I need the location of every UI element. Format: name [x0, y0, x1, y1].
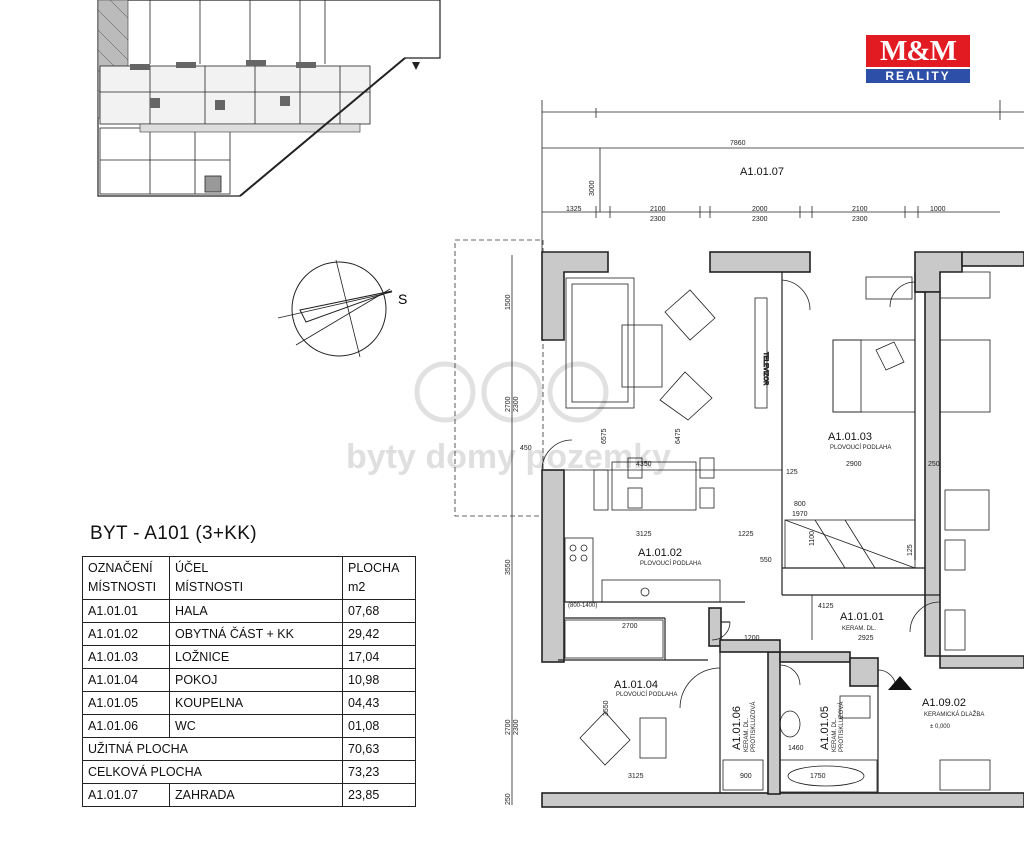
svg-text:2700: 2700: [505, 396, 512, 412]
svg-text:250: 250: [505, 793, 512, 805]
room-schedule-table: OZNAČENÍ MÍSTNOSTI ÚČEL MÍSTNOSTI PLOCHA…: [82, 556, 416, 807]
brand-logo: M&M REALITY: [866, 35, 970, 83]
svg-text:4350: 4350: [636, 461, 652, 468]
svg-text:TELEVIZOR: TELEVIZOR: [762, 352, 768, 386]
header-name: ÚČEL MÍSTNOSTI: [169, 556, 343, 600]
total-row-usable: UŽITNÁ PLOCHA 70,63: [82, 737, 416, 761]
svg-text:1200: 1200: [744, 635, 760, 642]
svg-text:125: 125: [907, 544, 914, 556]
svg-text:2925: 2925: [858, 635, 874, 642]
terrace-outline: [454, 239, 544, 517]
svg-text:2300: 2300: [650, 216, 666, 223]
svg-text:2900: 2900: [846, 461, 862, 468]
svg-text:KERAM. DL.: KERAM. DL.: [842, 626, 876, 632]
compass-label: S: [398, 291, 407, 307]
room-label-wc: A1.01.06: [731, 706, 743, 750]
svg-text:PLOVOUCÍ PODLAHA: PLOVOUCÍ PODLAHA: [640, 560, 701, 567]
svg-text:3550: 3550: [603, 700, 610, 716]
svg-text:± 0,000: ± 0,000: [930, 724, 951, 730]
svg-text:1750: 1750: [810, 773, 826, 780]
svg-text:1225: 1225: [738, 531, 754, 538]
key-plan: [97, 0, 441, 197]
room-label-bath: A1.01.05: [819, 706, 831, 750]
interior-dimensions: 6575 6475 4350 3125 1225 125 2900 250 80…: [601, 428, 940, 780]
svg-text:3125: 3125: [628, 773, 644, 780]
logo-subtitle: REALITY: [866, 69, 970, 83]
svg-text:2100: 2100: [852, 206, 868, 213]
bedroom-furniture: [784, 271, 991, 569]
svg-text:4125: 4125: [818, 603, 834, 610]
svg-text:3000: 3000: [589, 180, 596, 196]
svg-text:2700: 2700: [622, 623, 638, 630]
svg-text:PLOVOUCÍ PODLAHA: PLOVOUCÍ PODLAHA: [616, 691, 677, 698]
svg-text:2300: 2300: [852, 216, 868, 223]
svg-text:1100: 1100: [809, 531, 816, 546]
header-code: OZNAČENÍ MÍSTNOSTI: [82, 556, 170, 600]
north-arrow: S: [277, 259, 407, 358]
room-label-living: A1.01.02: [638, 547, 682, 559]
room4-furniture: [564, 619, 731, 766]
header-area: PLOCHA m2: [342, 556, 416, 600]
svg-text:2700: 2700: [505, 719, 512, 735]
room-label-hall: A1.01.01: [840, 611, 884, 623]
door-swings: [779, 595, 941, 689]
svg-text:2100: 2100: [650, 206, 666, 213]
svg-text:PROTISKLUZOVÁ: PROTISKLUZOVÁ: [750, 702, 757, 752]
svg-text:1970: 1970: [792, 511, 808, 518]
svg-text:550: 550: [760, 557, 772, 564]
svg-text:2300: 2300: [752, 216, 768, 223]
svg-text:2300: 2300: [513, 396, 520, 412]
apartment-title: BYT - A101 (3+KK): [90, 523, 257, 544]
svg-text:1460: 1460: [788, 745, 804, 752]
svg-text:KERAM. DL.: KERAM. DL.: [744, 718, 750, 752]
total-row-overall: CELKOVÁ PLOCHA 73,23: [82, 760, 416, 784]
svg-text:1000: 1000: [930, 206, 946, 213]
room-label-garden: A1.01.07: [740, 166, 784, 178]
svg-text:250: 250: [928, 461, 940, 468]
svg-text:PLOVOUCÍ PODLAHA: PLOVOUCÍ PODLAHA: [830, 444, 891, 451]
svg-text:PROTISKLUZOVÁ: PROTISKLUZOVÁ: [838, 702, 845, 752]
svg-text:(800-1400): (800-1400): [568, 603, 597, 609]
room-label-bedroom: A1.01.03: [828, 431, 872, 443]
room-labels: A1.01.02 PLOVOUCÍ PODLAHA A1.01.03 PLOVO…: [568, 431, 984, 752]
living-furniture: TELEVIZOR: [541, 277, 811, 603]
svg-text:KERAM. DL.: KERAM. DL.: [832, 718, 838, 752]
svg-text:450: 450: [520, 445, 532, 452]
left-dimensions: 1500 2700 2300 450 3550 2700 2300 250: [505, 255, 532, 805]
logo-mark: M&M: [866, 35, 970, 67]
svg-text:2000: 2000: [752, 206, 768, 213]
svg-text:125: 125: [786, 469, 798, 476]
top-dimensions: 7860 1325 2100 2300 2000 2300 2100 2300 …: [541, 100, 1024, 252]
svg-text:6575: 6575: [601, 428, 608, 444]
svg-text:800: 800: [794, 501, 806, 508]
bath-fixtures: [722, 489, 991, 793]
svg-text:900: 900: [740, 773, 752, 780]
svg-text:KERAMICKÁ DLAŽBA: KERAMICKÁ DLAŽBA: [924, 710, 984, 718]
level-marker: [888, 676, 912, 690]
svg-text:3550: 3550: [505, 559, 512, 575]
room-label-corridor: A1.09.02: [922, 697, 966, 709]
svg-text:1500: 1500: [505, 294, 512, 310]
room-label-room4: A1.01.04: [614, 679, 658, 691]
svg-text:3125: 3125: [636, 531, 652, 538]
walls: [541, 251, 1024, 808]
svg-text:2300: 2300: [513, 719, 520, 735]
table-header-row: OZNAČENÍ MÍSTNOSTI ÚČEL MÍSTNOSTI PLOCHA…: [82, 556, 416, 600]
garden-row: A1.01.07 ZAHRADA 23,85: [82, 783, 416, 807]
svg-text:6475: 6475: [675, 428, 682, 444]
svg-text:1325: 1325: [566, 206, 582, 213]
svg-text:7860: 7860: [730, 140, 746, 147]
